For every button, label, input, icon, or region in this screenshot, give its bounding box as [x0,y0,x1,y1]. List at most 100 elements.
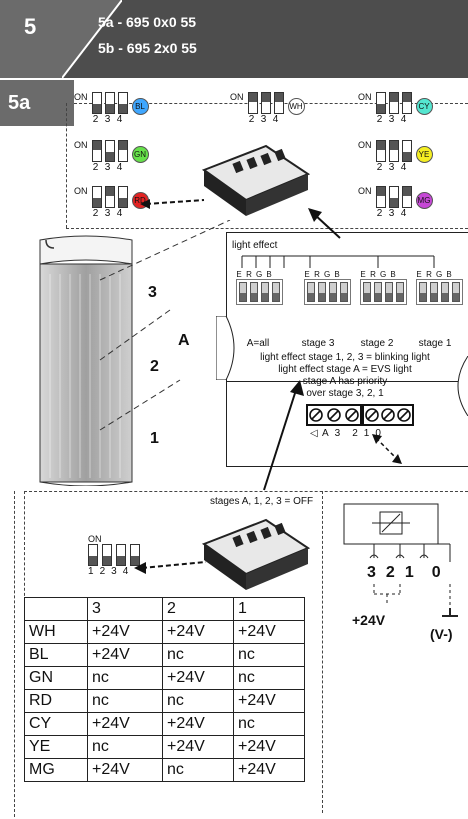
table-cell: nc [87,689,163,713]
dip-switches [375,186,412,208]
module-dip-switch[interactable] [250,282,258,302]
on-label: ON [74,140,88,150]
module-dip-switch[interactable] [430,282,438,302]
dip-number: 4 [400,114,407,125]
dip-5b-switch-4[interactable] [130,544,140,566]
module-dip-switch[interactable] [396,282,404,302]
dip-switch-3[interactable] [104,186,115,208]
wiring-diagram [343,503,458,617]
dashed-border-bottom [66,228,468,229]
dip-number: 4 [116,162,123,173]
erg-letter: B [266,270,272,279]
dip-5b-switch-2[interactable] [102,544,112,566]
module-dip-switch[interactable] [272,282,280,302]
erg-letter: E [304,270,310,279]
module-dip-switch[interactable] [452,282,460,302]
dip-switch-3[interactable] [388,140,399,162]
module-dip-switch[interactable] [329,282,337,302]
dip-switch-2[interactable] [91,186,102,208]
dip-switch-3[interactable] [104,140,115,162]
table-cell: +24V [233,735,305,759]
dip-number: 2 [376,208,383,219]
module-dip-switch[interactable] [374,282,382,302]
module-note-3: stage A has priority [302,376,388,387]
dip-number: 3 [388,208,395,219]
table-cell: GN [24,666,88,690]
header-line-2: 5b - 695 2x0 55 [98,40,197,56]
dip-number: 2 [248,114,255,125]
erg-letter: E [360,270,366,279]
module-dip-switch[interactable] [363,282,371,302]
dip-switch-2[interactable] [375,140,386,162]
dip-5b-switch-1[interactable] [88,544,98,566]
module-dip-switch[interactable] [419,282,427,302]
terminal-label-3: 3 [334,428,341,439]
dip-switch-4[interactable] [401,186,412,208]
dip-switch-4[interactable] [401,140,412,162]
dip-module-illustration-a [201,144,311,216]
terminal-labels: A 3 2 1 0 [322,428,381,439]
dip-switches [91,186,128,208]
module-dip-switches [360,279,407,305]
dip-switch-4[interactable] [401,92,412,114]
table-cell: YE [24,735,88,759]
table-cell: nc [233,643,305,667]
dip-number: 4 [116,114,123,125]
module-dip-switch[interactable] [261,282,269,302]
dip-switch-2[interactable] [247,92,258,114]
light-effect-title: light effect [232,240,278,251]
dip-switch-4[interactable] [117,186,128,208]
dip-5b-switch-3[interactable] [116,544,126,566]
wiring-terminal-2: 2 [385,564,395,581]
wiring-terminal-numbers: 3 2 1 0 [367,564,441,582]
dip-switch-4[interactable] [117,140,128,162]
dip-switch-3[interactable] [260,92,271,114]
dip-switch-3[interactable] [388,92,399,114]
stage-label-2: stage 2 [360,338,394,349]
dip-number: 4 [400,208,407,219]
dip-switches [375,92,412,114]
dip-switch-2[interactable] [91,92,102,114]
module-notch-right [457,356,468,416]
module-dip-switch[interactable] [441,282,449,302]
light-effect-bus [241,255,435,268]
module-note-4: over stage 3, 2, 1 [306,388,384,399]
module-dip-switch[interactable] [318,282,326,302]
dip-switch-4[interactable] [273,92,284,114]
section-number: 5 [24,14,37,39]
dip-switch-4[interactable] [117,92,128,114]
table-cell: +24V [87,643,163,667]
dip-number: 2 [92,208,99,219]
dip-switch-3[interactable] [388,186,399,208]
wiring-terminal-0: 0 [431,564,441,581]
supply-label: +24V [352,612,386,628]
dip-switch-3[interactable] [104,92,115,114]
stage-leader-lines [99,220,231,431]
module-dip-switch[interactable] [307,282,315,302]
erg-letter: R [370,270,376,279]
dip-number: 3 [388,114,395,125]
table-header-cell: 2 [162,597,234,621]
dip-switch-2[interactable] [91,140,102,162]
on-label: ON [74,92,88,102]
module-dip-switch[interactable] [340,282,348,302]
dip-number: 4 [272,114,279,125]
module-dip-switch[interactable] [385,282,393,302]
module-dip-switch[interactable] [239,282,247,302]
table-cell: nc [162,689,234,713]
dip-5b-number-2: 2 [99,566,106,577]
erg-letter: G [324,270,331,279]
erg-letter: B [390,270,396,279]
wiring-terminal-1: 1 [404,564,414,581]
dashed-border-outer-left [14,491,15,817]
table-cell: +24V [233,758,305,782]
table-cell: +24V [233,689,305,713]
dip-switch-2[interactable] [375,92,386,114]
module-arrows [263,208,402,491]
dip-switch-2[interactable] [375,186,386,208]
